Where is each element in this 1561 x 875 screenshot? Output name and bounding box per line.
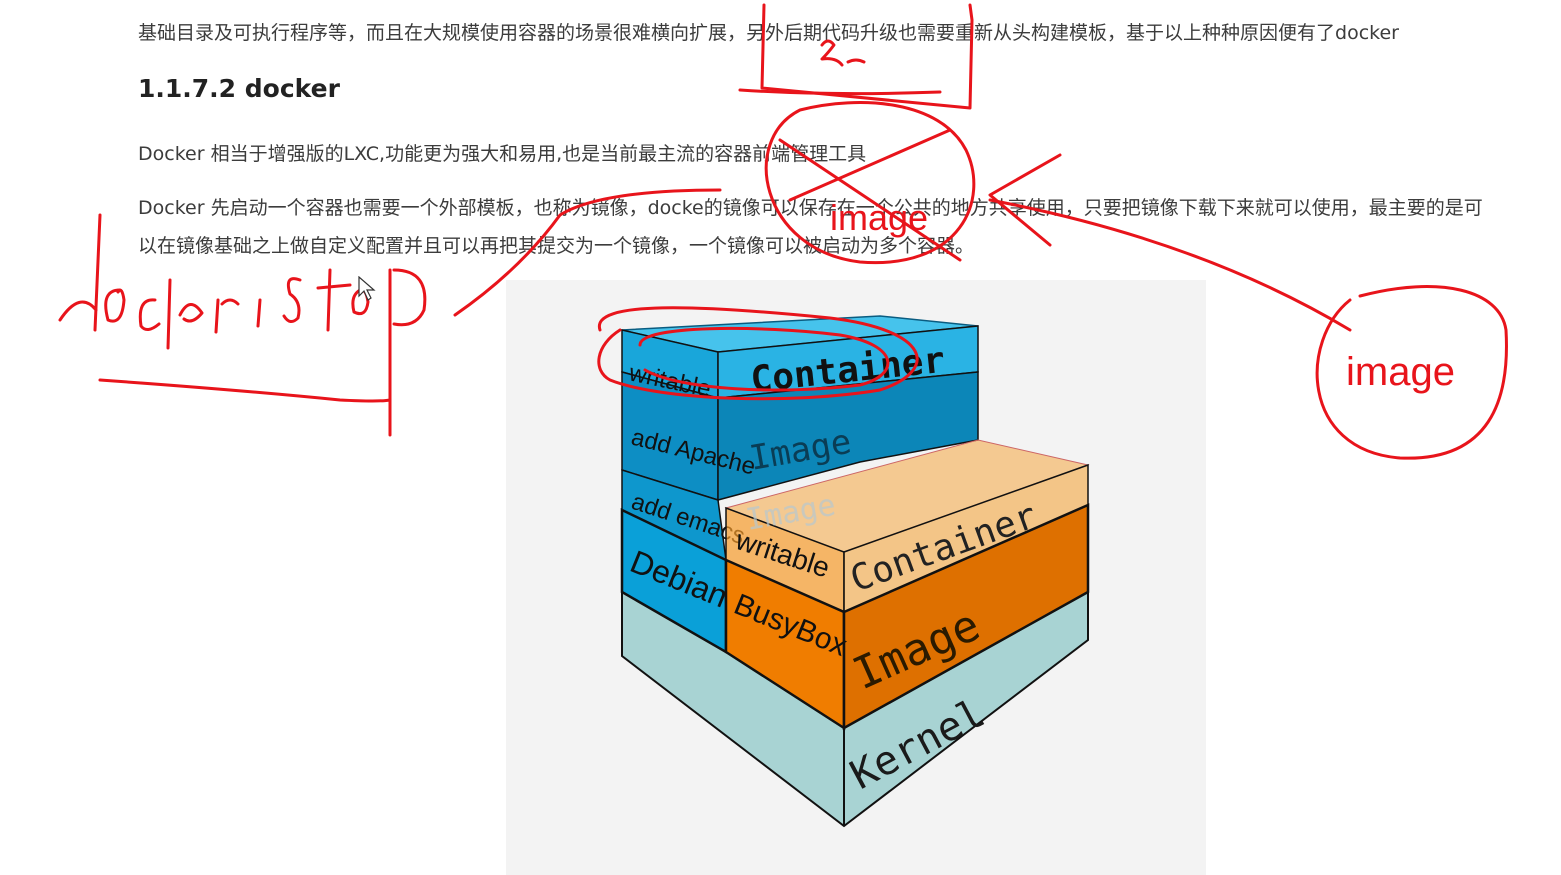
ink-oval-writable-inner [638, 326, 890, 392]
ink-scribble-top [820, 39, 866, 67]
ink-underline-left [98, 378, 392, 403]
ink-arrow-left [453, 188, 722, 317]
red-ink-annotations [58, 3, 1508, 460]
ink-image-label-right: image [1346, 350, 1455, 394]
ink-arrow-center [988, 153, 1062, 247]
ink-circle-center [764, 101, 976, 265]
paragraph-1: Docker 相当于增强版的LXC,功能更为强大和易用,也是当前最主流的容器前端… [138, 143, 867, 165]
ink-rect-top [760, 3, 974, 110]
ink-handwriting-docker-stop [58, 213, 427, 437]
paragraph-2-line-1: Docker 先启动一个容器也需要一个外部模板，也称为镜像，docke的镜像可以… [138, 197, 1483, 219]
paragraph-2-line-2: 以在镜像基础之上做自定义配置并且可以再把其提交为一个镜像，一个镜像可以被启动为多… [138, 235, 975, 257]
ink-oval-writable [597, 306, 919, 401]
mouse-cursor-icon [358, 276, 376, 301]
ink-image-label-center: image [830, 197, 928, 238]
orange-stack: Image writable Container BusyBox Image [724, 439, 1090, 731]
ink-line-under-box [738, 88, 942, 96]
ink-circle-right [1315, 285, 1508, 460]
ink-x-mark [778, 128, 962, 262]
section-heading: 1.1.7.2 docker [138, 74, 340, 103]
ink-line-right [988, 198, 1352, 332]
paragraph-line-0: 基础目录及可执行程序等，而且在大规模使用容器的场景很难横向扩展，另外后期代码升级… [138, 22, 1399, 44]
